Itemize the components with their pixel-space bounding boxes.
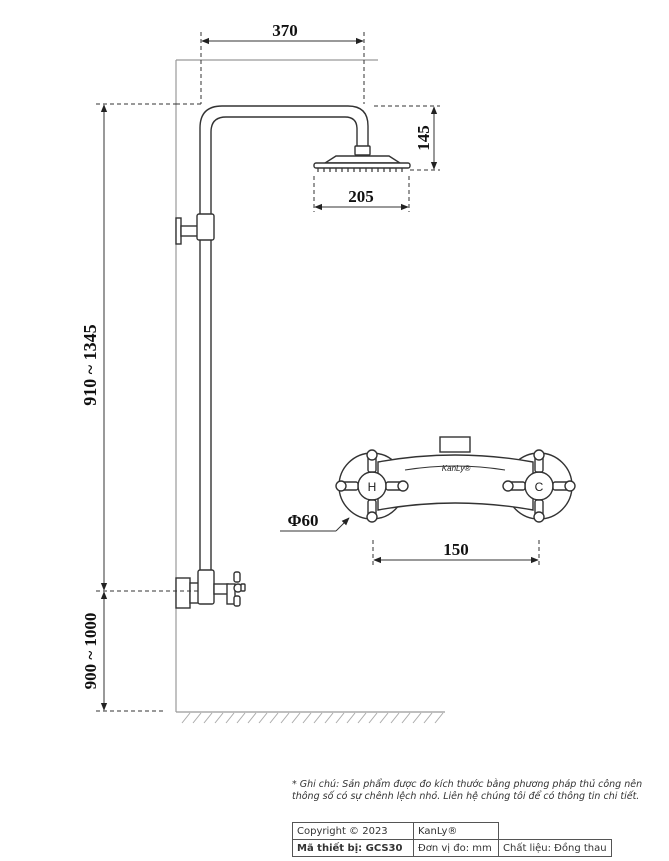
dim-head-diameter	[313, 176, 410, 212]
dim-handle-diameter-label: Φ60	[287, 511, 318, 530]
shower-column	[199, 105, 369, 578]
wall-outline	[175, 59, 445, 713]
dim-arm-length-label: 370	[272, 21, 298, 40]
hot-handle-spokes	[335, 449, 409, 523]
dim-mixer-height	[96, 591, 164, 712]
dim-head-height-label: 145	[414, 125, 433, 151]
dim-inlet-spacing	[372, 540, 540, 566]
dim-head-height	[374, 105, 440, 171]
shower-nozzles	[317, 168, 403, 172]
info-row-1: Copyright © 2023 KanLy®	[292, 822, 612, 840]
dim-head-diameter-label: 205	[348, 187, 374, 206]
copyright-cell: Copyright © 2023	[292, 822, 414, 840]
cold-handle-spokes	[502, 449, 576, 523]
dim-column-height-label: 910 ~ 1345	[80, 324, 100, 405]
cold-label: C	[535, 480, 544, 494]
dim-column-height	[96, 103, 200, 592]
measurement-note: * Ghi chú: Sản phẩm được đo kích thước b…	[292, 779, 643, 802]
mixer-front-view	[338, 436, 573, 520]
dim-mixer-height-label: 900 ~ 1000	[81, 613, 100, 690]
brand-mark: KanLy®	[442, 464, 471, 473]
dim-inlet-spacing-label: 150	[443, 540, 469, 559]
model-cell: Mã thiết bị: GCS30	[292, 839, 414, 857]
wall-bracket	[175, 213, 215, 245]
info-row-2: Mã thiết bị: GCS30 Đơn vị đo: mm Chất li…	[292, 839, 612, 857]
shower-head	[313, 145, 411, 169]
dim-handle-diameter	[280, 517, 350, 532]
floor-hatch	[181, 712, 444, 724]
mixer-side-view	[175, 569, 246, 609]
brand-cell: KanLy®	[413, 822, 499, 840]
hot-label: H	[368, 480, 377, 494]
material-cell: Chất liệu: Đồng thau	[498, 839, 612, 857]
dim-arm-length	[176, 32, 365, 105]
unit-cell: Đơn vị đo: mm	[413, 839, 499, 857]
empty-cell	[498, 822, 612, 840]
info-table: Copyright © 2023 KanLy® Mã thiết bị: GCS…	[292, 822, 612, 857]
